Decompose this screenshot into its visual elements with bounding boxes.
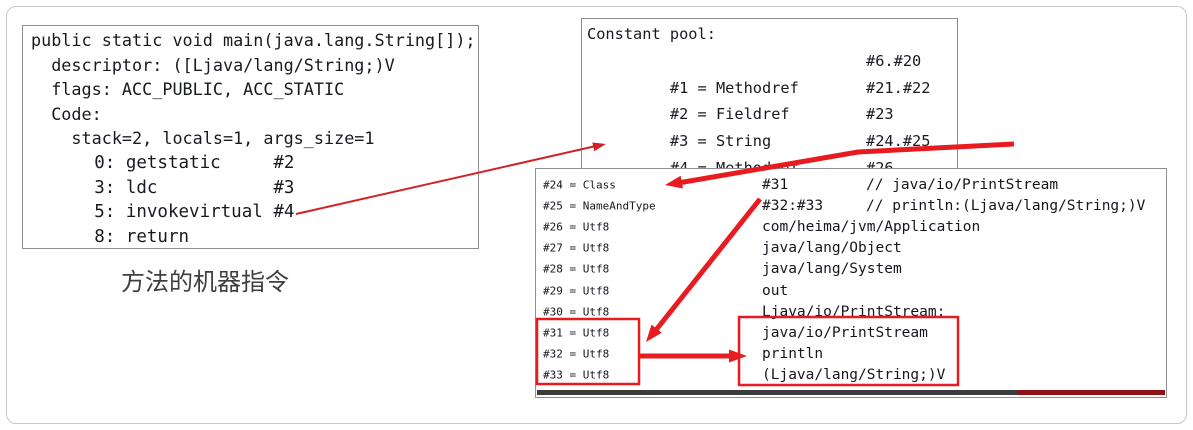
entry-label: #26 = Utf8 (543, 220, 610, 234)
detail-row: #30 = Utf8 Ljava/io/PrintStream; (536, 301, 1166, 322)
constant-pool-panel: Constant pool: #1 = Methodref #6.#20 #2 … (581, 18, 958, 204)
bytecode-instruction: 3: ldc #3 (31, 177, 295, 198)
scrollbar-thumb (1018, 390, 1165, 395)
entry-value: #6.#20 (866, 51, 922, 70)
bytecode-instruction: 5: invokevirtual #4 (31, 202, 295, 223)
entry-value: #32:#33 (762, 197, 824, 214)
bytecode-panel: public static void main(java.lang.String… (22, 25, 479, 249)
entry-label: #33 = Utf8 (543, 368, 610, 382)
entry-label: #30 = Utf8 (543, 305, 610, 319)
bytecode-line: descriptor: ([Ljava/lang/String;)V (31, 54, 395, 75)
constant-pool-title: Constant pool: (587, 25, 716, 43)
entry-value: out (762, 282, 789, 299)
entry-value: com/heima/jvm/Application (762, 218, 981, 235)
constant-pool-detail-panel: #24 = Class #31 // java/io/PrintStream #… (535, 168, 1167, 398)
detail-row: #33 = Utf8 (Ljava/lang/String;)V (536, 365, 1166, 386)
detail-row: #28 = Utf8 java/lang/System (536, 259, 1166, 280)
bytecode-instruction: 8: return (31, 226, 190, 247)
bytecode-instruction: 0: getstatic #2 (31, 152, 295, 173)
entry-value: println (762, 346, 824, 363)
constant-pool-row: #4 = Methodref #24.#25 (587, 128, 957, 177)
detail-row: #29 = Utf8 out (536, 280, 1166, 301)
entry-label: #29 = Utf8 (543, 284, 610, 298)
bytecode-line: Code: (31, 103, 102, 124)
entry-value: #24.#25 (866, 132, 931, 151)
constant-pool-row: #3 = String #23 (587, 101, 957, 150)
entry-label: #24 = Class (543, 178, 616, 192)
bytecode-caption: 方法的机器指令 (121, 268, 289, 296)
constant-pool-row: #2 = Fieldref #21.#22 (587, 75, 957, 124)
entry-value: (Ljava/lang/String;)V (762, 367, 946, 384)
detail-row: #24 = Class #31 // java/io/PrintStream (536, 174, 1166, 195)
detail-row: #26 = Utf8 com/heima/jvm/Application (536, 216, 1166, 237)
entry-comment: // println:(Ljava/lang/String;)V (866, 197, 1146, 214)
bytecode-line: stack=2, locals=1, args_size=1 (31, 128, 375, 149)
entry-value: #21.#22 (866, 78, 931, 97)
detail-row: #31 = Utf8 java/io/PrintStream (536, 322, 1166, 343)
entry-value: java/io/PrintStream (762, 324, 928, 341)
entry-label: #27 = Utf8 (543, 241, 610, 255)
entry-label: #32 = Utf8 (543, 347, 610, 361)
scrollbar-track (537, 390, 1018, 395)
entry-value: java/lang/Object (762, 240, 902, 257)
entry-value: #23 (866, 105, 894, 124)
constant-pool-row: #1 = Methodref #6.#20 (587, 48, 957, 97)
entry-value: Ljava/io/PrintStream; (762, 303, 946, 320)
entry-label: #2 = Fieldref (642, 105, 790, 124)
entry-label: #25 = NameAndType (543, 199, 656, 213)
entry-value: java/lang/System (762, 261, 902, 278)
detail-row: #27 = Utf8 java/lang/Object (536, 238, 1166, 259)
screenshot-frame (6, 6, 1187, 424)
entry-comment: // java/io/PrintStream (866, 176, 1059, 193)
bytecode-line: flags: ACC_PUBLIC, ACC_STATIC (31, 79, 345, 100)
detail-row: #32 = Utf8 println (536, 344, 1166, 365)
detail-row: #25 = NameAndType #32:#33 // println:(Lj… (536, 195, 1166, 216)
entry-value: #31 (762, 176, 789, 193)
entry-label: #28 = Utf8 (543, 262, 610, 276)
bytecode-line: public static void main(java.lang.String… (31, 30, 476, 50)
entry-label: #31 = Utf8 (543, 326, 610, 340)
entry-label: #1 = Methodref (642, 78, 799, 97)
